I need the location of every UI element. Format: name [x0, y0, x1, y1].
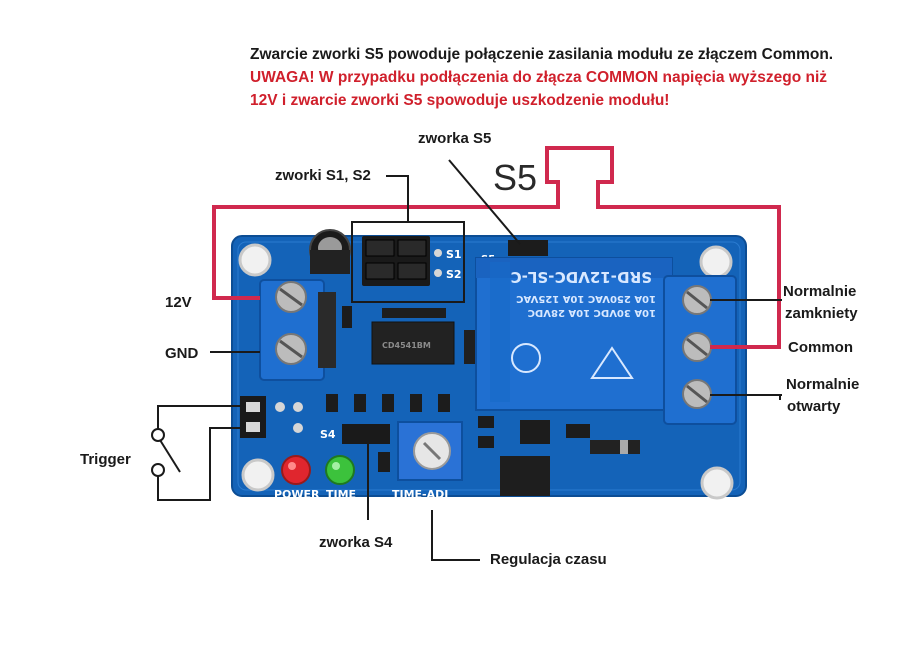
red-wiring — [212, 146, 781, 349]
power-silk-label: POWER — [274, 488, 320, 501]
normally-open-label-line1: Normalnie — [786, 376, 860, 393]
s4-jumper-label: zworka S4 — [319, 534, 393, 551]
s1-s2-jumper-block: S1 S2 — [362, 236, 462, 286]
optocoupler — [500, 440, 640, 496]
output-terminal-block — [663, 275, 737, 425]
s2-board-label: S2 — [446, 268, 462, 281]
capacitor — [309, 229, 351, 274]
normally-open-label-line2: otwarty — [787, 398, 841, 415]
time-adjust-label: Regulacja czasu — [490, 551, 607, 568]
s4-jumper: S4 — [320, 424, 390, 444]
relay: SRD-12VDC-SL-C 10A 250VAC 10A 125VAC 10A… — [475, 257, 673, 411]
time-led — [325, 455, 355, 485]
smd-components — [326, 306, 590, 472]
12v-label: 12V — [165, 294, 192, 311]
trigger-label: Trigger — [80, 451, 131, 468]
normally-closed-label-line1: Normalnie — [783, 283, 857, 300]
callout-lines — [157, 159, 782, 561]
header-warning-line3: 12V i zwarcie zworki S5 spowoduje uszkod… — [250, 92, 670, 109]
relay-rating-line2: 10A 30VDC 10A 28VDC — [528, 307, 656, 318]
s1-board-label: S1 — [446, 248, 462, 261]
power-terminal-block — [259, 279, 336, 381]
header-note-line1: Zwarcie zworki S5 powoduje połączenie za… — [250, 46, 834, 63]
s5-large-label: S5 — [493, 157, 537, 198]
leds — [281, 455, 355, 485]
trigger-switch — [151, 428, 181, 477]
time-adj-silk-label: TIME-ADJ — [392, 488, 448, 501]
mounting-holes — [238, 243, 734, 500]
relay-rating-line1: 10A 250VAC 10A 125VAC — [516, 293, 656, 304]
power-led — [281, 455, 311, 485]
ic-label: CD4541BM — [382, 341, 431, 350]
relay-model-text: SRD-12VDC-SL-C — [511, 268, 652, 286]
gnd-label: GND — [165, 345, 199, 362]
s5-jumper-label: zworka S5 — [418, 130, 492, 147]
time-silk-label: TIME — [326, 488, 356, 501]
s1-s2-jumpers-label: zworki S1, S2 — [275, 167, 371, 184]
normally-closed-label-line2: zamkniety — [785, 305, 858, 322]
header-warning-line2: UWAGA! W przypadku podłączenia do złącza… — [250, 69, 828, 86]
s4-board-label: S4 — [320, 428, 336, 441]
time-potentiometer — [397, 421, 463, 481]
common-label: Common — [788, 339, 853, 356]
trigger-pin-header — [240, 396, 303, 438]
